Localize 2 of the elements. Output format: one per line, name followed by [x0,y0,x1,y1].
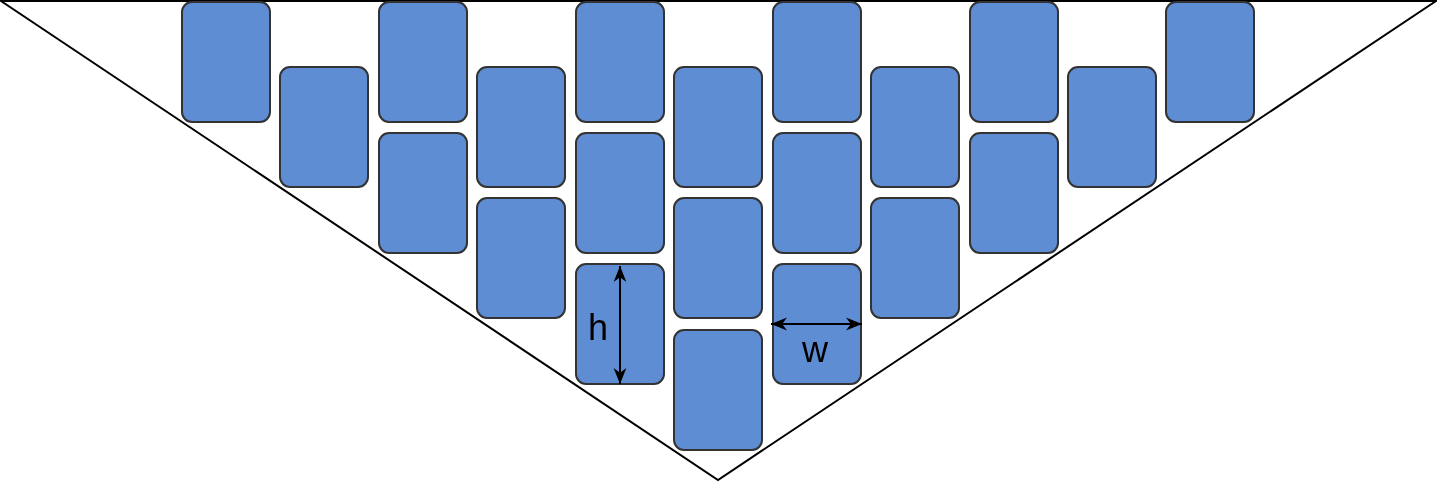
dimension-label: h [588,310,609,346]
dimension-label: w [802,332,828,368]
